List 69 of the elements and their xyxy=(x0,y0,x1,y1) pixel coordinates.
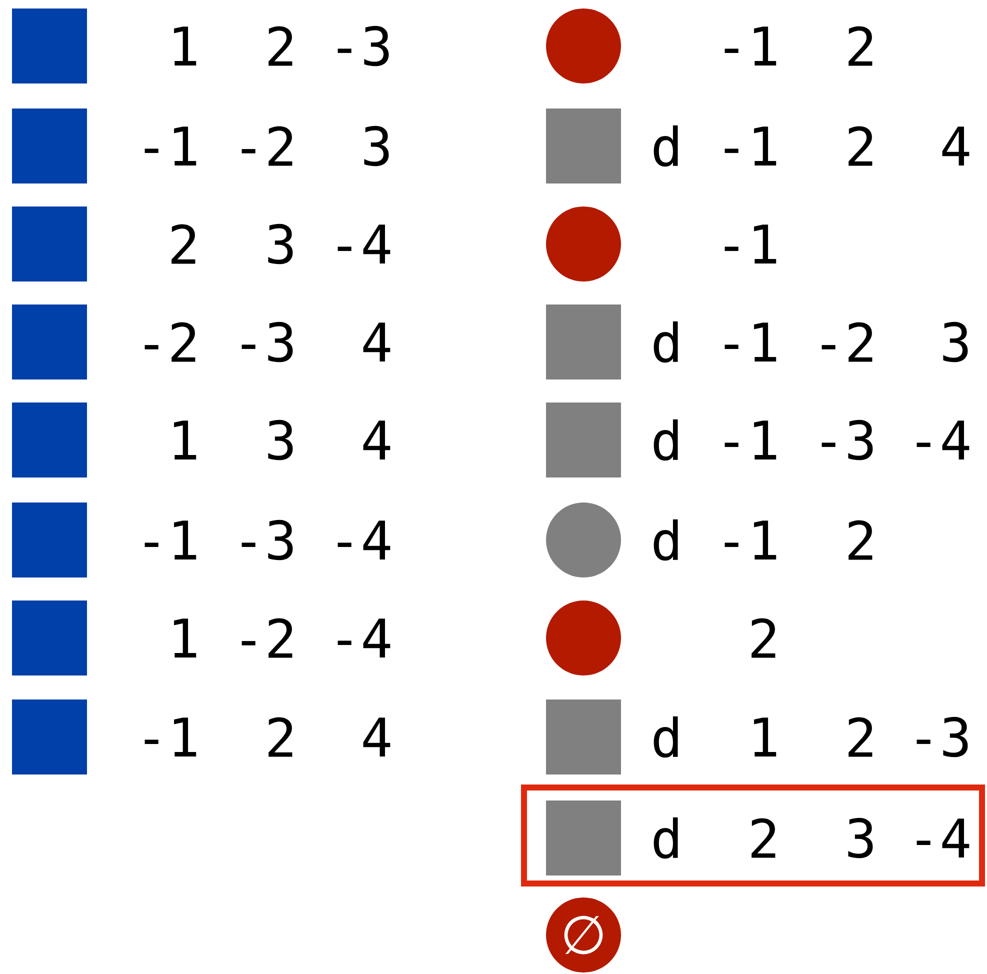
literal-text: -1 xyxy=(144,520,196,560)
literal-text: 4 xyxy=(363,420,390,460)
literal-text: 1 xyxy=(174,26,196,66)
literal-text: -3 xyxy=(338,26,389,66)
literal-text: -4 xyxy=(338,224,390,264)
literal-text: -3 xyxy=(242,520,293,560)
literal-text: 2 xyxy=(172,224,196,264)
literal-text: -3 xyxy=(916,716,968,758)
literal-text: d xyxy=(654,716,678,758)
literal-text: 2 xyxy=(752,618,776,658)
literal-text: -3 xyxy=(822,420,873,460)
literal-text: -4 xyxy=(338,618,390,658)
literal-text: d xyxy=(654,519,678,561)
literal-text: 2 xyxy=(848,520,872,560)
literal-text: -1 xyxy=(724,126,776,166)
literal-text: -1 xyxy=(724,26,776,66)
literal-text: -1 xyxy=(724,520,776,560)
literal-text: 3 xyxy=(364,126,389,166)
clause-square xyxy=(546,700,621,774)
literal-text: -4 xyxy=(916,420,970,460)
clause-circle xyxy=(546,206,621,282)
literal-text: -1 xyxy=(144,718,196,756)
literal-text: 2 xyxy=(848,26,872,66)
clause-circle xyxy=(546,502,621,578)
clause-square xyxy=(546,800,621,876)
literal-text: d xyxy=(654,817,678,859)
literal-text: 2 xyxy=(848,126,872,166)
clause-square xyxy=(546,402,621,478)
clause-circle xyxy=(546,600,621,676)
literal-text: 3 xyxy=(848,818,873,858)
literal-text: 3 xyxy=(268,420,293,460)
literal-text: 4 xyxy=(942,126,970,166)
literal-text: 2 xyxy=(268,26,292,66)
literal-text: -2 xyxy=(144,322,196,362)
clause-square xyxy=(546,304,621,380)
literal-text: d xyxy=(654,419,678,461)
highlight-frame xyxy=(521,784,986,886)
clause-square xyxy=(12,206,87,282)
clause-square xyxy=(12,304,87,380)
clause-square xyxy=(12,502,87,578)
literal-text: -4 xyxy=(916,818,970,858)
literal-text: -4 xyxy=(338,520,390,560)
literal-text: -1 xyxy=(144,126,196,166)
literal-text: -2 xyxy=(822,322,872,362)
clause-square xyxy=(12,402,87,478)
literal-text: 3 xyxy=(943,322,968,362)
literal-text: -1 xyxy=(724,420,776,460)
clause-square xyxy=(12,600,87,676)
literal-text: -2 xyxy=(242,126,292,166)
literal-text: 4 xyxy=(363,718,390,756)
literal-text: 2 xyxy=(752,818,776,858)
literal-text: 3 xyxy=(268,224,293,264)
literal-text: -3 xyxy=(242,322,293,362)
literal-text: 4 xyxy=(363,322,390,362)
clause-square xyxy=(12,8,87,84)
clause-circle xyxy=(546,8,621,84)
literal-text: 2 xyxy=(268,717,292,757)
clause-square xyxy=(12,108,87,184)
clause-square xyxy=(546,108,621,184)
literal-text: d xyxy=(654,321,678,363)
literal-text: 1 xyxy=(174,618,196,658)
literal-text: -1 xyxy=(724,322,776,362)
literal-text: -2 xyxy=(242,618,292,658)
literal-text: 2 xyxy=(848,717,872,757)
clause-square xyxy=(12,700,87,774)
literal-text: 1 xyxy=(174,420,196,460)
literal-text: d xyxy=(654,125,678,167)
literal-text: 1 xyxy=(754,718,776,756)
literal-text: -1 xyxy=(724,224,776,264)
